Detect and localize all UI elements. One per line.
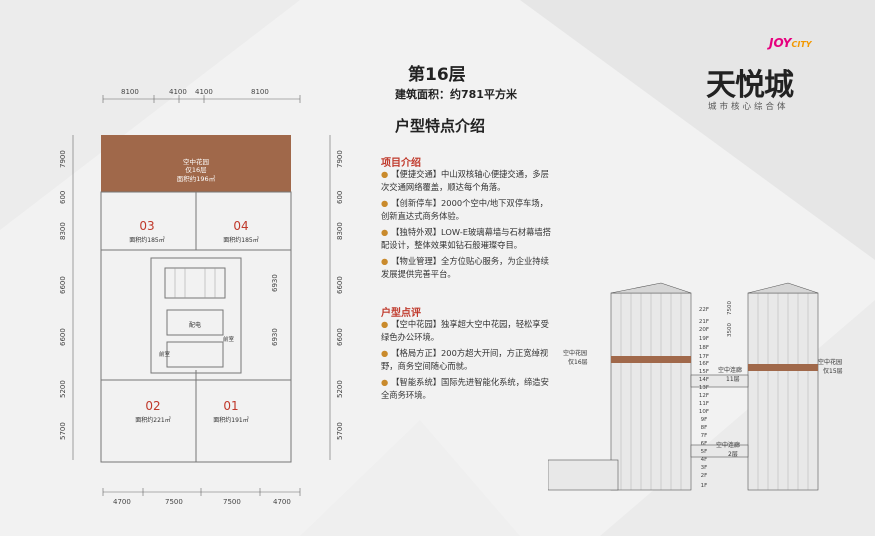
dim-label: 8300 (59, 222, 67, 240)
dim-label: 4700 (273, 498, 291, 506)
floor-label: 14F (699, 377, 709, 383)
floor-label: 7F (701, 433, 708, 439)
floor-title: 第16层 (408, 65, 466, 85)
dim-label: 5200 (336, 380, 344, 398)
dim-label: 5700 (59, 422, 67, 440)
sky-garden (101, 135, 291, 192)
floor-label: 10F (699, 409, 709, 415)
dim-label: 8100 (121, 88, 139, 96)
corridor-note: 11层 (726, 376, 740, 383)
dim-label: 6600 (59, 276, 67, 294)
corridor-label: 空中连廊 (716, 441, 740, 449)
dim-label: 8300 (336, 222, 344, 240)
dim-label: 600 (336, 191, 344, 204)
project-intro-heading: 项目介绍 (381, 158, 421, 169)
unit-area: 面积约185㎡ (129, 236, 164, 244)
room-label: 前室 (223, 335, 235, 343)
garden-note: 仅16层 (185, 165, 207, 174)
floor-label: 17F (699, 354, 709, 360)
dim-label: 7500 (727, 301, 733, 315)
unit-area: 面积约191㎡ (213, 416, 248, 424)
list-item: ●【格局方正】200方超大开间，方正宽绰视野，商务空间随心而就。 (381, 348, 549, 371)
dim-label: 7500 (223, 498, 241, 506)
floor-label: 9F (701, 417, 708, 423)
room-label: 前室 (159, 350, 171, 358)
unit-number: 04 (233, 219, 248, 233)
right-garden-note: 仅15层 (823, 367, 843, 375)
floor-plan: 8100 4100 4100 8100 4700 7500 7500 4700 … (59, 88, 344, 506)
list-item: ●【物业管理】全方位贴心服务，为企业持续发展提供完善平台。 (381, 256, 549, 279)
unit-review-list: ●【空中花园】独享超大空中花园，轻松享受绿色办公环境。 ●【格局方正】200方超… (381, 318, 551, 402)
dim-label: 6600 (59, 328, 67, 346)
corridor-label: 空中连廊 (718, 366, 742, 374)
section-title: 户型特点介绍 (395, 117, 486, 135)
dim-label: 5200 (59, 380, 67, 398)
core-label: 配电 (189, 321, 201, 329)
dim-label: 6930 (271, 328, 279, 346)
unit-number: 02 (145, 399, 160, 413)
floor-label: 3F (701, 465, 708, 471)
right-garden-label: 空中花园 (818, 358, 842, 366)
logo-joy: JOYCITY (769, 36, 812, 50)
floor-label: 15F (699, 369, 709, 375)
dim-label: 4100 (169, 88, 187, 96)
floor-area: 建筑面积：约781平方米 (395, 88, 517, 101)
project-intro-list: ●【便捷交通】中山双核轴心便捷交通，多层次交通网络覆盖，顺达每个角落。 ●【创新… (381, 168, 551, 281)
garden-band-left (611, 356, 691, 363)
dim-label: 6930 (271, 274, 279, 292)
dim-label: 5700 (336, 422, 344, 440)
floor-label: 2F (701, 473, 708, 479)
floor-label: 12F (699, 393, 709, 399)
floor-label: 21F (699, 319, 709, 325)
dim-label: 8100 (251, 88, 269, 96)
dim-label: 3500 (727, 323, 733, 337)
floor-label: 4F (701, 457, 708, 463)
floor-label: 20F (699, 327, 709, 333)
floor-label: 13F (699, 385, 709, 391)
garden-band-right (748, 364, 818, 371)
garden-area: 面积约196㎡ (177, 174, 216, 183)
floor-label: 8F (701, 425, 708, 431)
dim-label: 4700 (113, 498, 131, 506)
floor-label: 18F (699, 345, 709, 351)
unit-area: 面积约221㎡ (135, 416, 170, 424)
list-item: ●【空中花园】独享超大空中花园，轻松享受绿色办公环境。 (381, 319, 549, 342)
unit-area: 面积约185㎡ (223, 236, 258, 244)
logo-tagline: 城市核心综合体 (708, 102, 789, 112)
dim-label: 7900 (336, 150, 344, 168)
floor-label: 19F (699, 336, 709, 342)
floor-label: 11F (699, 401, 709, 407)
floor-label: 22F (699, 307, 709, 313)
corridor-note: 2层 (728, 451, 738, 458)
dim-label: 7500 (165, 498, 183, 506)
left-garden-label: 空中花园 (563, 349, 587, 357)
unit-number: 03 (139, 219, 154, 233)
dim-label: 4100 (195, 88, 213, 96)
floor-label: 1F (701, 483, 708, 489)
dim-label: 600 (59, 191, 67, 204)
garden-label: 空中花园 (183, 157, 209, 166)
floor-label: 5F (701, 449, 708, 455)
left-garden-note: 仅16层 (568, 358, 588, 366)
list-item: ●【创新停车】2000个空中/地下双停车场，创新直达式商务体验。 (381, 198, 548, 221)
building-elevation: 22F 21F 20F 19F 18F 17F 16F 15F 14F 13F … (548, 282, 843, 491)
unit-review-heading: 户型点评 (381, 308, 421, 319)
list-item: ●【便捷交通】中山双核轴心便捷交通，多层次交通网络覆盖，顺达每个角落。 (381, 169, 549, 192)
list-item: ●【智能系统】国际先进智能化系统，缔造安全商务环境。 (381, 377, 549, 400)
dim-label: 6600 (336, 276, 344, 294)
list-item: ●【独特外观】LOW-E玻璃幕墙与石材幕墙搭配设计，整体效果如钻石般璀璨夺目。 (381, 227, 551, 250)
floor-label: 6F (701, 441, 708, 447)
unit-number: 01 (223, 399, 238, 413)
dim-label: 7900 (59, 150, 67, 168)
dim-label: 6600 (336, 328, 344, 346)
logo-title: 天悦城 (706, 68, 794, 103)
floor-label: 16F (699, 361, 709, 367)
